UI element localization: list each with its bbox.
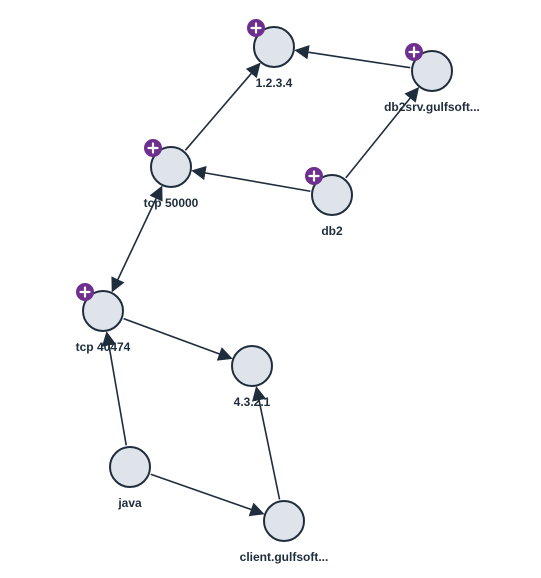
- graph-node[interactable]: client.gulfsoft...: [240, 500, 329, 564]
- edge-n7-n5: [101, 331, 128, 446]
- node-circle[interactable]: [411, 50, 453, 92]
- node-circle[interactable]: [263, 500, 305, 542]
- expand-plus-icon[interactable]: [405, 43, 423, 61]
- node-label: 4.3.2.1: [234, 395, 271, 409]
- graph-node[interactable]: 4.3.2.1: [231, 345, 273, 409]
- expand-plus-icon[interactable]: [76, 283, 94, 301]
- edge-n3-n5: [111, 185, 163, 293]
- node-label: 1.2.3.4: [256, 76, 293, 90]
- node-label: tcp 50000: [144, 196, 199, 210]
- graph-node[interactable]: java: [109, 446, 151, 510]
- expand-plus-icon[interactable]: [305, 167, 323, 185]
- edge-n7-n8: [150, 473, 265, 517]
- node-circle[interactable]: [82, 290, 124, 332]
- expand-plus-icon[interactable]: [144, 139, 162, 157]
- edge-n4-n2: [345, 87, 420, 179]
- node-label: java: [117, 496, 142, 510]
- graph-node[interactable]: tcp 50000: [144, 139, 199, 210]
- expand-plus-icon[interactable]: [247, 19, 265, 37]
- node-circle[interactable]: [311, 174, 353, 216]
- graph-node[interactable]: tcp 40474: [76, 283, 131, 354]
- edge-n5-n6: [123, 317, 233, 361]
- edges-layer: [101, 45, 420, 517]
- graph-node[interactable]: db2: [305, 167, 353, 238]
- graph-node[interactable]: 1.2.3.4: [247, 19, 295, 90]
- node-circle[interactable]: [231, 345, 273, 387]
- node-label: db2: [321, 224, 343, 238]
- node-circle[interactable]: [109, 446, 151, 488]
- edge-n2-n1: [294, 45, 411, 69]
- node-circle[interactable]: [253, 26, 295, 68]
- nodes-layer: 1.2.3.4 db2srv.gulfsoft... tcp 50000 db2 tcp…: [76, 19, 480, 564]
- graph-node[interactable]: db2srv.gulfsoft...: [384, 43, 480, 114]
- node-label: tcp 40474: [76, 340, 131, 354]
- edge-n3-n1: [184, 62, 261, 151]
- node-label: db2srv.gulfsoft...: [384, 100, 480, 114]
- edge-n8-n6: [252, 386, 281, 500]
- node-label: client.gulfsoft...: [240, 550, 329, 564]
- node-circle[interactable]: [150, 146, 192, 188]
- edge-n4-n3: [191, 165, 311, 193]
